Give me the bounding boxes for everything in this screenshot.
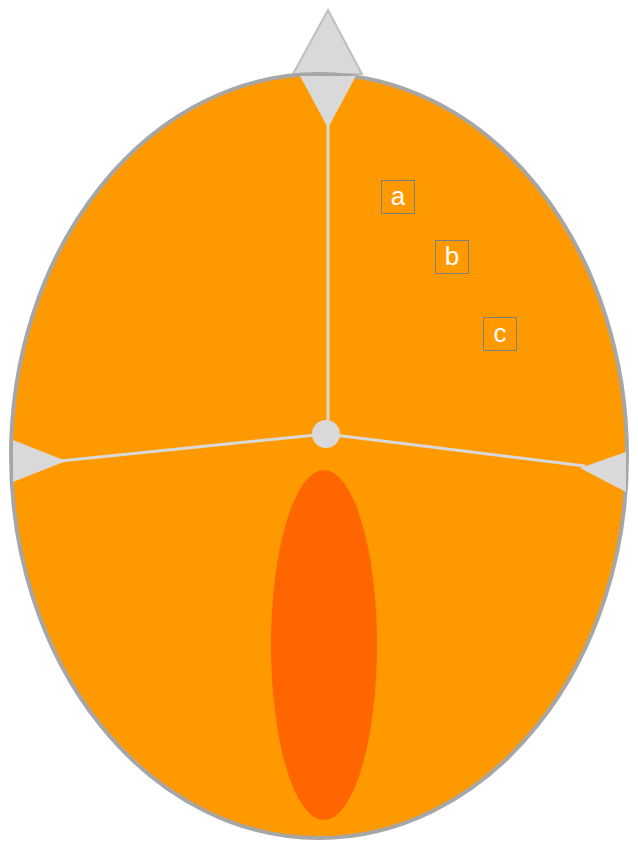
center-circle [312, 420, 340, 448]
inner-ellipse [271, 470, 377, 820]
callout-letter: b [435, 240, 469, 274]
right-triangle [580, 452, 626, 492]
left-triangle [13, 440, 66, 482]
outer-outline [11, 74, 627, 838]
callout-letter: a [381, 180, 415, 214]
callout-letter: c [483, 317, 517, 351]
top-triangle [293, 10, 362, 74]
right-line [326, 434, 585, 466]
left-line [60, 434, 326, 461]
sagittal-line [327, 120, 330, 432]
